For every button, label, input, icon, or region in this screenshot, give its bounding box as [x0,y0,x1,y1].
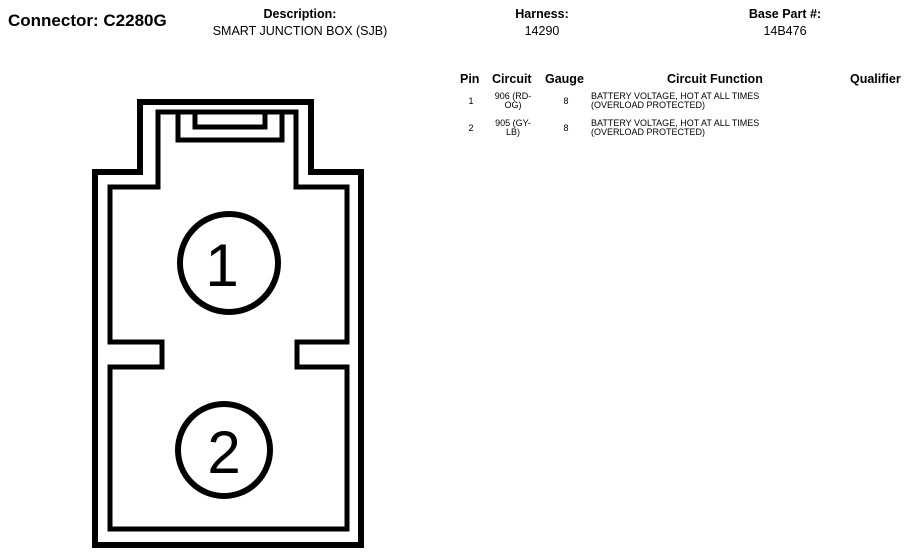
row-gauge: 8 [551,124,581,133]
table-row: 2 [461,124,481,133]
row-function-line1: BATTERY VOLTAGE, HOT AT ALL TIMES [591,118,760,128]
row-gauge-value: 8 [563,96,569,106]
pin-cavity-1 [177,211,281,315]
description-value: SMART JUNCTION BOX (SJB) [212,24,388,38]
pin-cavity-2 [175,401,273,499]
latch-pocket-inner [192,109,268,130]
description-block: Description: SMART JUNCTION BOX (SJB) [200,7,400,38]
row-circuit-line2: LB) [505,127,520,137]
description-label: Description: [263,7,337,21]
row-pin: 2 [468,123,474,133]
row-circuit: 906 (RD- OG) [488,92,538,110]
row-function-line2: (OVERLOAD PROTECTED) [591,127,706,137]
base-part-label: Base Part #: [748,7,822,21]
pin-label-2: 2 [207,419,240,486]
col-header-gauge: Gauge [545,72,584,86]
col-header-qualifier: Qualifier [850,72,901,86]
row-function-line2: (OVERLOAD PROTECTED) [591,100,706,110]
harness-value: 14290 [524,24,560,38]
row-function: BATTERY VOLTAGE, HOT AT ALL TIMES (OVERL… [591,92,811,110]
pin-label-1: 1 [205,232,238,299]
row-circuit-line1: 906 (RD- [494,91,532,101]
col-header-pin: Pin [460,72,480,86]
col-header-circuit: Circuit [492,72,532,86]
harness-label: Harness: [515,7,569,21]
row-circuit: 905 (GY- LB) [488,119,538,137]
row-function: BATTERY VOLTAGE, HOT AT ALL TIMES (OVERL… [591,119,811,137]
row-gauge-value: 8 [563,123,569,133]
base-part-value: 14B476 [763,24,807,38]
row-function-line1: BATTERY VOLTAGE, HOT AT ALL TIMES [591,91,760,101]
row-pin: 1 [468,96,474,106]
row-circuit-line1: 905 (GY- [495,118,531,128]
latch-pocket-outer [175,109,285,143]
base-part-block: Base Part #: 14B476 [735,7,835,38]
row-gauge: 8 [551,97,581,106]
col-header-circuit-function: Circuit Function [667,72,763,86]
row-circuit-line2: OG) [504,100,522,110]
housing-outer-outline [92,99,364,548]
harness-block: Harness: 14290 [492,7,592,38]
connector-title: Connector: C2280G [8,11,167,30]
